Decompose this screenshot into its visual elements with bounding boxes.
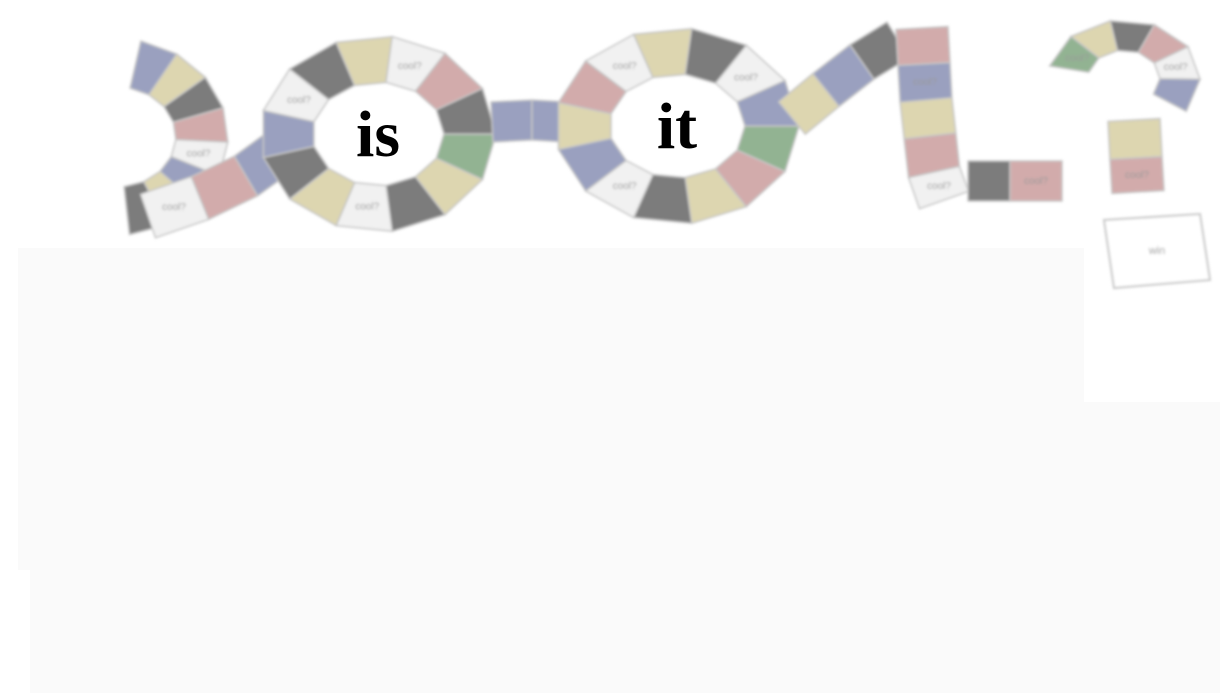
board-space-25 <box>490 99 533 143</box>
svg-text:cool?: cool? <box>287 95 311 106</box>
board-space-49: cool? <box>1009 160 1063 202</box>
svg-text:cool?: cool? <box>613 181 637 192</box>
board-space-55 <box>1152 77 1202 113</box>
board-track: cool? cool? cool? cool? cool? cool? cool? cool?… <box>123 19 1202 239</box>
svg-text:cool?: cool? <box>734 73 758 84</box>
svg-text:cool?: cool? <box>927 181 951 192</box>
svg-text:cool?: cool? <box>613 61 637 72</box>
svg-text:cool?: cool? <box>913 77 937 88</box>
blank-panel <box>1084 402 1220 570</box>
svg-text:cool?: cool? <box>162 202 186 213</box>
svg-text:cool?: cool? <box>1125 170 1149 181</box>
center-word-is: is <box>356 98 400 171</box>
svg-text:cool?: cool? <box>1065 53 1089 64</box>
board-space-48 <box>967 160 1011 202</box>
finish-space: win <box>1102 212 1212 290</box>
board-space-45 <box>899 96 957 140</box>
blank-panel <box>30 570 1220 693</box>
board-space-43 <box>895 25 951 67</box>
center-word-it: it <box>657 90 697 163</box>
blank-panel <box>18 248 1084 570</box>
board-space-56 <box>1107 117 1163 161</box>
svg-text:cool?: cool? <box>355 201 379 212</box>
svg-text:win: win <box>1148 245 1166 257</box>
svg-text:cool?: cool? <box>1164 62 1188 73</box>
svg-text:cool?: cool? <box>1024 176 1048 187</box>
svg-text:cool?: cool? <box>187 149 211 160</box>
board-space-57: cool? <box>1109 155 1165 195</box>
svg-text:cool?: cool? <box>398 61 422 72</box>
board-space-44: cool? <box>897 61 953 104</box>
